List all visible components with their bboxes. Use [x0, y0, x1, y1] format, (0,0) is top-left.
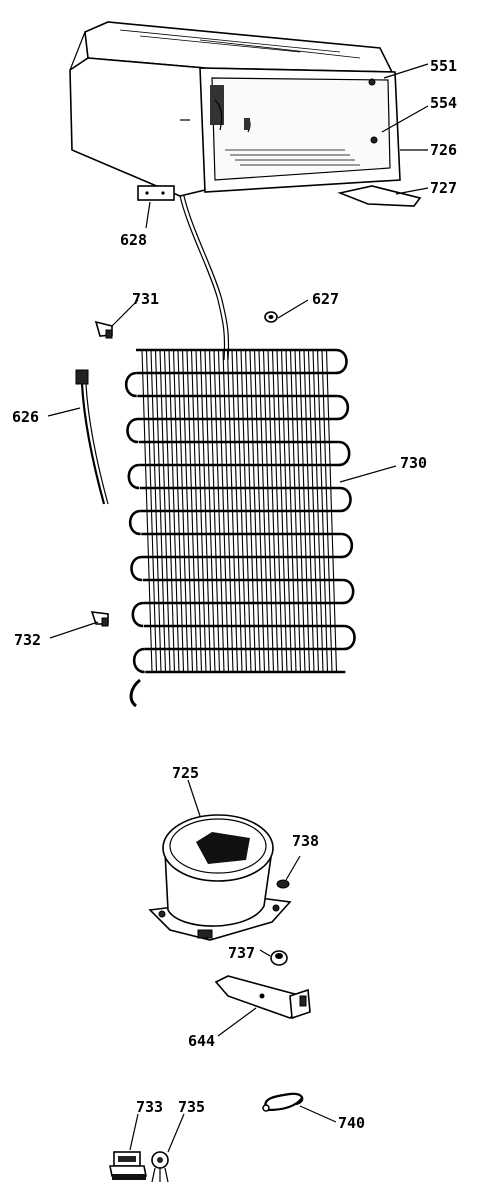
label-737: 737 [228, 944, 255, 962]
label-726: 726 [430, 141, 457, 159]
overload-735 [151, 1151, 169, 1183]
grommet-738 [276, 879, 290, 889]
grommet-737 [270, 950, 288, 966]
label-738: 738 [292, 832, 319, 850]
label-554: 554 [430, 94, 457, 112]
condenser-tube-bend [335, 348, 348, 375]
condenser-tube-bend [338, 440, 351, 467]
compressor-725 [148, 814, 292, 941]
clip-628 [137, 185, 175, 201]
clip-740 [262, 1092, 304, 1112]
condenser-tube-bend [127, 463, 140, 490]
cabinet-liner-726 [69, 21, 401, 197]
bracket-731 [94, 320, 113, 339]
label-626: 626 [12, 408, 39, 426]
label-740: 740 [338, 1114, 365, 1132]
condenser-tube-bend [124, 371, 137, 398]
label-731: 731 [132, 290, 159, 308]
condenser-tube-bend [130, 555, 143, 582]
part-number-labels: 551 554 726 727 628 731 627 626 730 732 … [12, 57, 457, 1132]
condenser-tube-bend [341, 532, 354, 559]
relay-733 [109, 1151, 147, 1180]
condenser-730 [124, 348, 356, 708]
leader-lines [47, 63, 429, 1153]
condenser-tube-bend [339, 486, 352, 513]
label-644: 644 [188, 1032, 215, 1050]
condenser-tube-bend [131, 601, 144, 628]
label-730: 730 [400, 454, 427, 472]
label-733: 733 [136, 1098, 163, 1116]
label-551: 551 [430, 57, 457, 75]
label-725: 725 [172, 764, 199, 782]
condenser-tube-bend [343, 624, 356, 651]
label-627: 627 [312, 290, 339, 308]
condenser-tube-bend [342, 578, 355, 605]
harness-626 [75, 369, 109, 505]
label-628: 628 [120, 231, 147, 249]
grommet-627 [264, 311, 278, 323]
label-732: 732 [14, 631, 41, 649]
bracket-727 [337, 185, 422, 207]
condenser-tube-bend [126, 417, 139, 444]
condenser-tube-bend [132, 647, 145, 674]
condenser-tube-tail [129, 678, 141, 708]
bracket-732 [90, 611, 109, 627]
condenser-tube-bend [128, 509, 141, 536]
condenser-tube-bend [337, 394, 350, 421]
label-735: 735 [178, 1098, 205, 1116]
label-727: 727 [430, 179, 457, 197]
bracket-644 [214, 975, 311, 1020]
